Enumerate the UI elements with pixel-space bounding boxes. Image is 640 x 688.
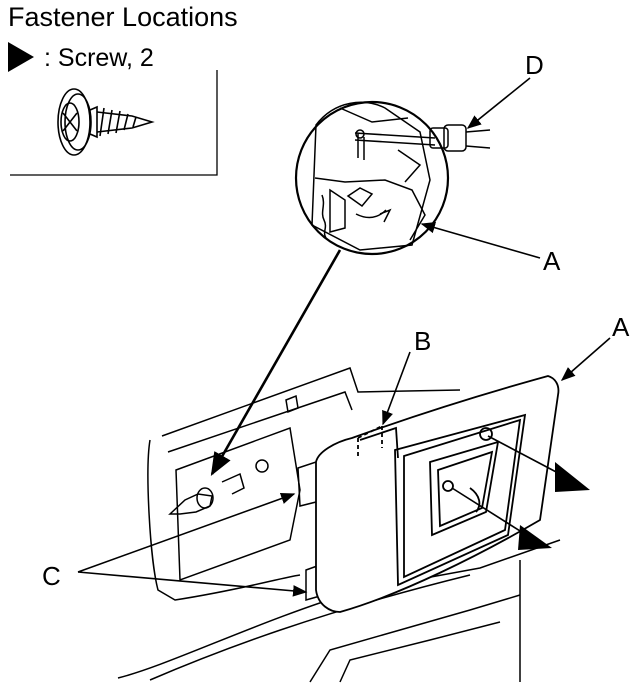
- zoom-detail: [294, 100, 491, 256]
- callout-c: C: [42, 561, 61, 591]
- zoom-to-connector-arrow: [210, 249, 342, 477]
- legend: Fastener Locations : Screw, 2: [8, 2, 238, 176]
- screw-upper-leader: [487, 435, 561, 475]
- legend-screw-label: : Screw, 2: [44, 44, 154, 72]
- callout-a-top-line: [420, 222, 541, 259]
- callout-a-right: A: [612, 312, 630, 342]
- screw-marker-lower: [518, 525, 552, 550]
- callout-d-line: [466, 77, 531, 129]
- legend-frame: [10, 70, 218, 176]
- cover-bezel: [315, 375, 560, 613]
- callout-a-right-line: [560, 337, 611, 381]
- screw-lower-leader: [451, 487, 529, 537]
- callout-b: B: [414, 326, 431, 356]
- triangle-marker-icon: [8, 42, 34, 72]
- legend-title: Fastener Locations: [8, 2, 238, 32]
- screw-marker-upper: [555, 462, 590, 492]
- callout-c-line-upper: [77, 492, 296, 573]
- callout-d: D: [525, 50, 544, 80]
- callout-a-top: A: [543, 246, 561, 276]
- callout-c-line-lower: [77, 571, 308, 597]
- callout-b-line: [382, 351, 411, 426]
- leader-lines: [77, 77, 611, 597]
- console-panel: [117, 367, 561, 683]
- screw-icon: [57, 88, 155, 156]
